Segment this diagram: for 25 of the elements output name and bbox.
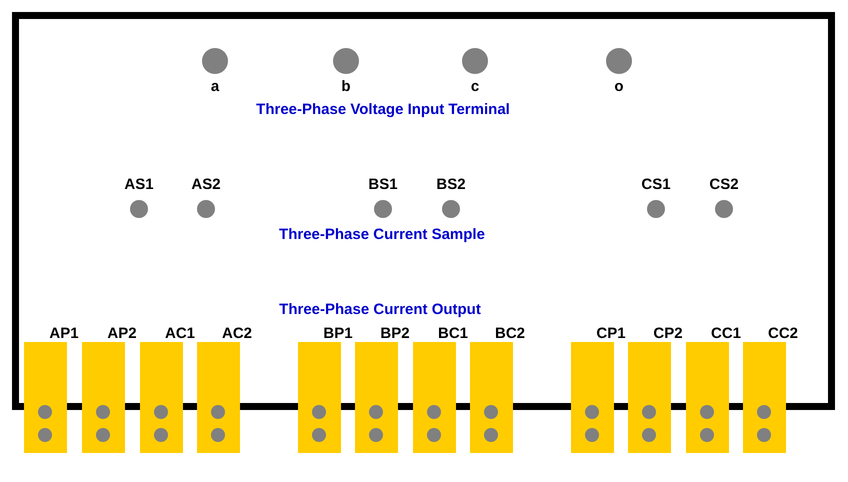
terminal-label: BC1 [438,325,468,342]
terminal-label: CP2 [653,325,683,342]
terminal-label: AP1 [49,325,79,342]
section-heading: Three-Phase Voltage Input Terminal [256,101,510,118]
section-heading: Three-Phase Current Output [279,301,481,318]
terminal-label: c [470,78,480,95]
section-heading: Three-Phase Current Sample [279,226,485,243]
terminal-label: AS1 [124,176,154,193]
terminal-label: AC2 [222,325,252,342]
terminal-label: o [614,78,624,95]
terminal-label: AC1 [165,325,195,342]
terminal-label: CP1 [596,325,626,342]
terminal-label: a [210,78,220,95]
terminal-label: CC2 [768,325,798,342]
terminal-label: BS2 [436,176,466,193]
terminal-label: BP2 [380,325,410,342]
terminal-label: AS2 [191,176,221,193]
terminal-label: b [341,78,351,95]
terminal-label: CC1 [711,325,741,342]
terminal-label: CS1 [641,176,671,193]
terminal-label: BC2 [495,325,525,342]
terminal-label: BP1 [323,325,353,342]
terminal-label: AP2 [107,325,137,342]
terminal-label: CS2 [709,176,739,193]
terminal-label: BS1 [368,176,398,193]
